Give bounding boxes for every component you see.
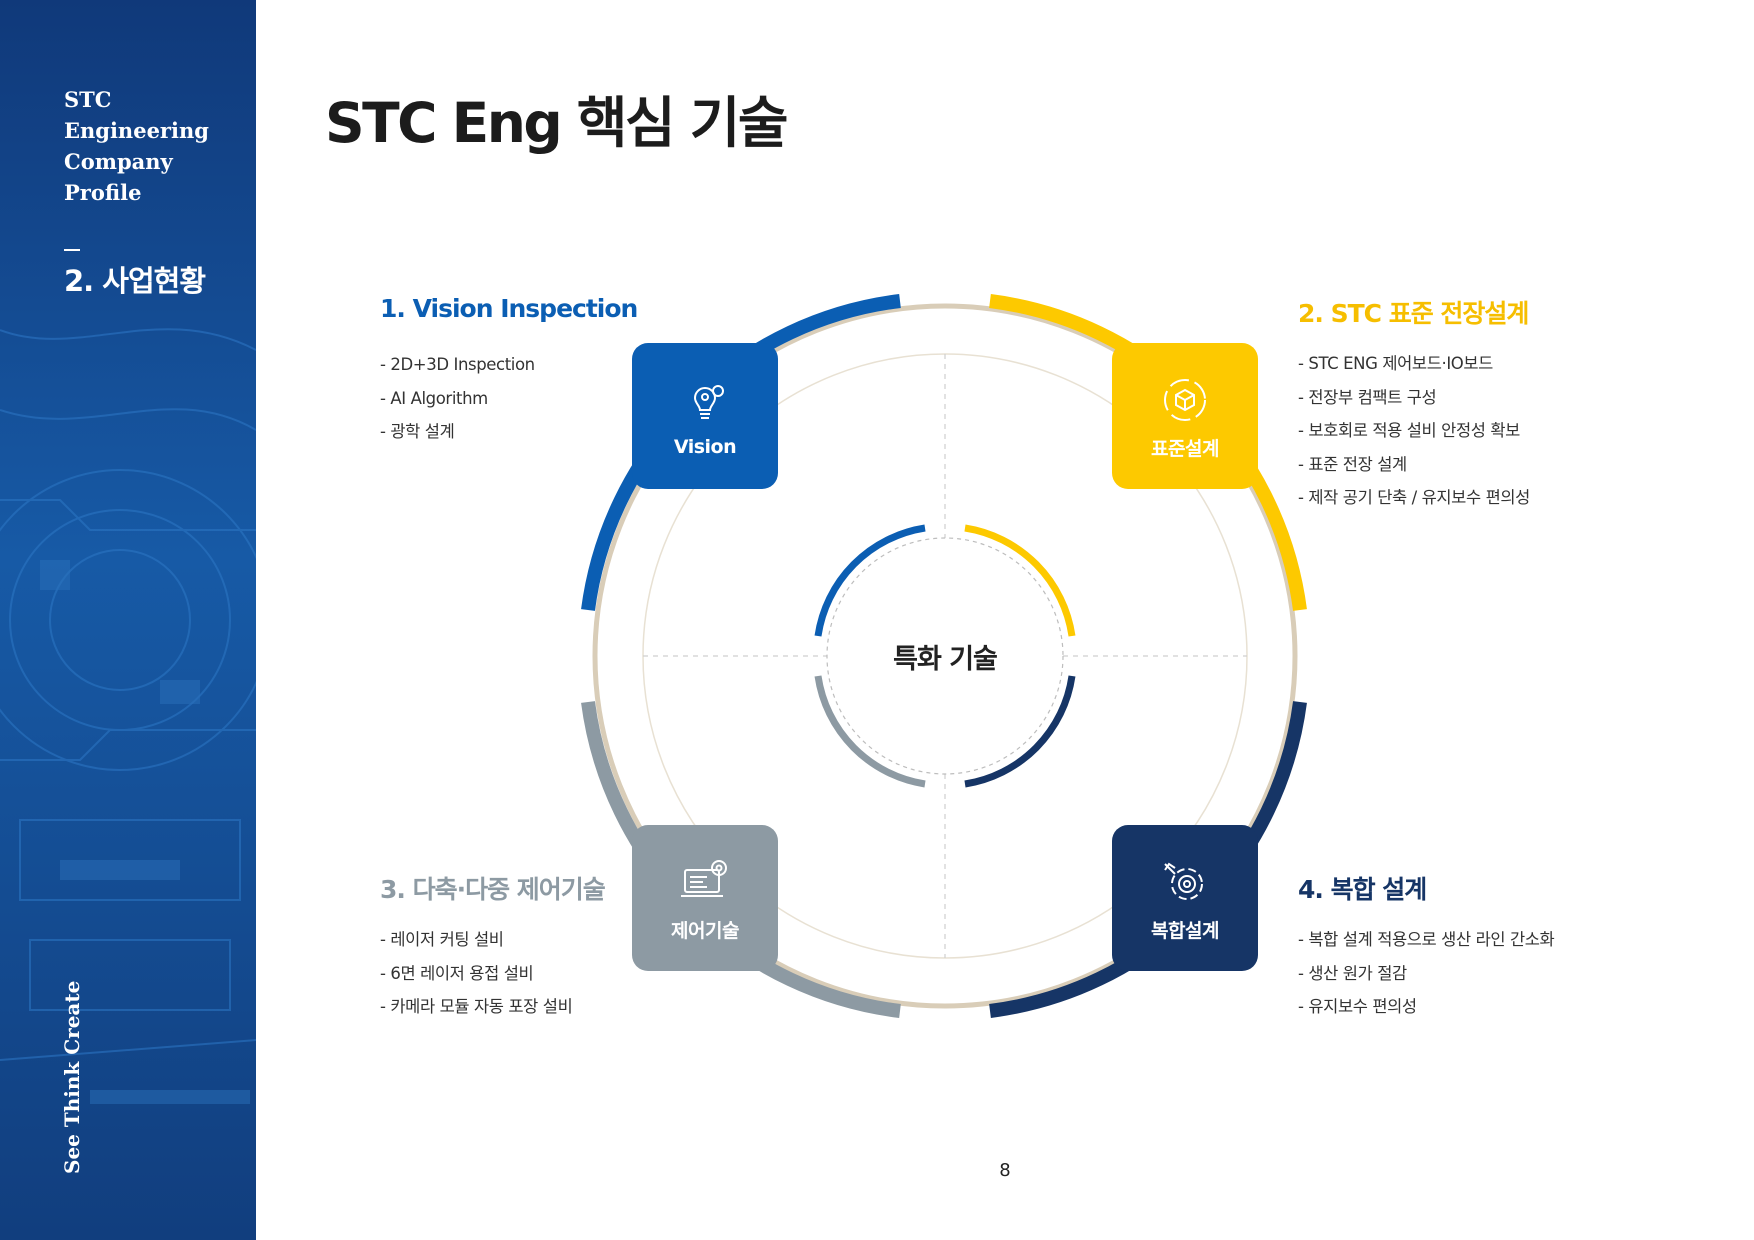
- section-title-vision: 1. Vision Inspection: [380, 294, 638, 323]
- list-item: - 제작 공기 단축 / 유지보수 편의성: [1298, 488, 1530, 507]
- company-line: Engineering: [64, 118, 209, 143]
- complex-design-box-label: 복합설계: [1151, 919, 1219, 942]
- control-tech-box-label: 제어기술: [671, 919, 739, 942]
- standard-design-box: 표준설계: [1112, 343, 1258, 489]
- sidebar: STC Engineering Company Profile 2. 사업현황 …: [0, 0, 256, 1240]
- bullet-list-vision: - 2D+3D Inspection - AI Algorithm - 광학 설…: [380, 348, 535, 449]
- list-item: - 보호회로 적용 설비 안정성 확보: [1298, 421, 1520, 440]
- list-item: - 유지보수 편의성: [1298, 997, 1417, 1016]
- cube-gear-icon: [1164, 378, 1206, 421]
- list-item: - 생산 원가 절감: [1298, 963, 1407, 983]
- list-item: - AI Algorithm: [380, 388, 488, 408]
- inner-arc-vision: [814, 524, 926, 637]
- page-title: STC Eng 핵심 기술: [325, 91, 788, 155]
- list-item: - 표준 전장 설계: [1298, 454, 1407, 474]
- bullet-list-control: - 레이저 커팅 설비 - 6면 레이저 용접 설비 - 카메라 모듈 자동 포…: [380, 923, 573, 1024]
- company-name: STC Engineering Company Profile: [64, 84, 244, 208]
- section-heading: 2. 사업현황: [64, 264, 206, 298]
- vision-box: Vision: [632, 343, 778, 489]
- page-number: 8: [999, 1160, 1011, 1181]
- wrench-gear-icon: [1164, 862, 1203, 900]
- list-item: - 2D+3D Inspection: [380, 355, 535, 374]
- section-title-control: 3. 다축·다중 제어기술: [380, 875, 606, 904]
- standard-design-box-label: 표준설계: [1151, 437, 1219, 460]
- vision-box-label: Vision: [673, 436, 737, 458]
- inner-arc-control: [814, 675, 926, 788]
- circuit-background-image: [0, 0, 256, 1240]
- inner-arc-complex: [964, 675, 1076, 788]
- company-line: Company: [64, 149, 173, 174]
- control-tech-box: 제어기술: [632, 825, 778, 971]
- center-label: 특화 기술: [893, 644, 998, 675]
- list-item: - 광학 설계: [380, 422, 455, 441]
- laptop-settings-icon: [681, 859, 727, 897]
- bullet-list-standard: - STC ENG 제어보드·IO보드 - 전장부 컴팩트 구성 - 보호회로 …: [1298, 347, 1530, 515]
- list-item: - 레이저 커팅 설비: [380, 930, 504, 949]
- inner-arc-standard: [964, 524, 1076, 637]
- section-title-standard: 2. STC 표준 전장설계: [1298, 299, 1529, 328]
- company-line: Profile: [64, 180, 142, 205]
- outer-ring: [592, 303, 1298, 1009]
- inner-dashed-circle: [826, 537, 1064, 775]
- complex-design-box: 복합설계: [1112, 825, 1258, 971]
- lightbulb-gear-icon: [693, 385, 724, 419]
- company-line: STC: [64, 87, 112, 112]
- section-divider: [64, 249, 80, 251]
- section-title-complex: 4. 복합 설계: [1298, 875, 1427, 904]
- list-item: - STC ENG 제어보드·IO보드: [1298, 354, 1493, 373]
- list-item: - 전장부 컴팩트 구성: [1298, 387, 1437, 407]
- bullet-list-complex: - 복합 설계 적용으로 생산 라인 간소화 - 생산 원가 절감 - 유지보수…: [1298, 923, 1555, 1024]
- list-item: - 복합 설계 적용으로 생산 라인 간소화: [1298, 930, 1555, 949]
- list-item: - 카메라 모듈 자동 포장 설비: [380, 997, 573, 1016]
- list-item: - 6면 레이저 용접 설비: [380, 963, 534, 983]
